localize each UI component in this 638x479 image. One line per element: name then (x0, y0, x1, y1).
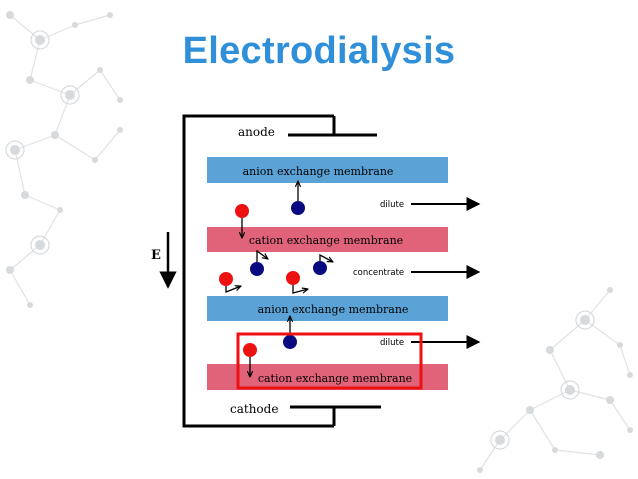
stream-dilute-2-label: dilute (380, 338, 404, 348)
anion-membrane-1-label: anion exchange membrane (243, 165, 394, 178)
anode-electrode (288, 116, 377, 137)
field-label: E (151, 248, 161, 263)
network-decoration-left (5, 11, 123, 308)
circuit-wire (182, 114, 334, 428)
anion-ion (250, 262, 264, 276)
cathode-electrode (290, 405, 381, 426)
cation-membrane-2-label: cation exchange membrane (258, 372, 412, 385)
anion-ion (313, 261, 327, 275)
anion-bounce-path (319, 253, 333, 262)
anion-membrane-2-label: anion exchange membrane (258, 303, 409, 316)
stream-concentrate-label: concentrate (353, 268, 404, 278)
slide-title: Electrodialysis (182, 30, 456, 72)
anion-membrane-2 (207, 296, 448, 321)
cation-ion (219, 272, 233, 286)
cation-ion (235, 204, 249, 218)
anion-bounce-path (256, 249, 268, 262)
anion-ion (291, 201, 305, 215)
cation-ion (286, 271, 300, 285)
anion-ion (283, 335, 297, 349)
cation-bounce-path (225, 286, 241, 293)
anode-label: anode (238, 125, 275, 139)
highlight-box (236, 332, 423, 390)
network-decoration-right (477, 287, 633, 473)
cation-membrane-1-label: cation exchange membrane (249, 234, 403, 247)
stream-dilute-1-label: dilute (380, 200, 404, 210)
cation-bounce-path (292, 285, 308, 294)
anion-membrane-1 (207, 157, 448, 183)
cation-membrane-1 (207, 227, 448, 252)
cation-ion (243, 343, 257, 357)
cathode-label: cathode (230, 402, 278, 416)
